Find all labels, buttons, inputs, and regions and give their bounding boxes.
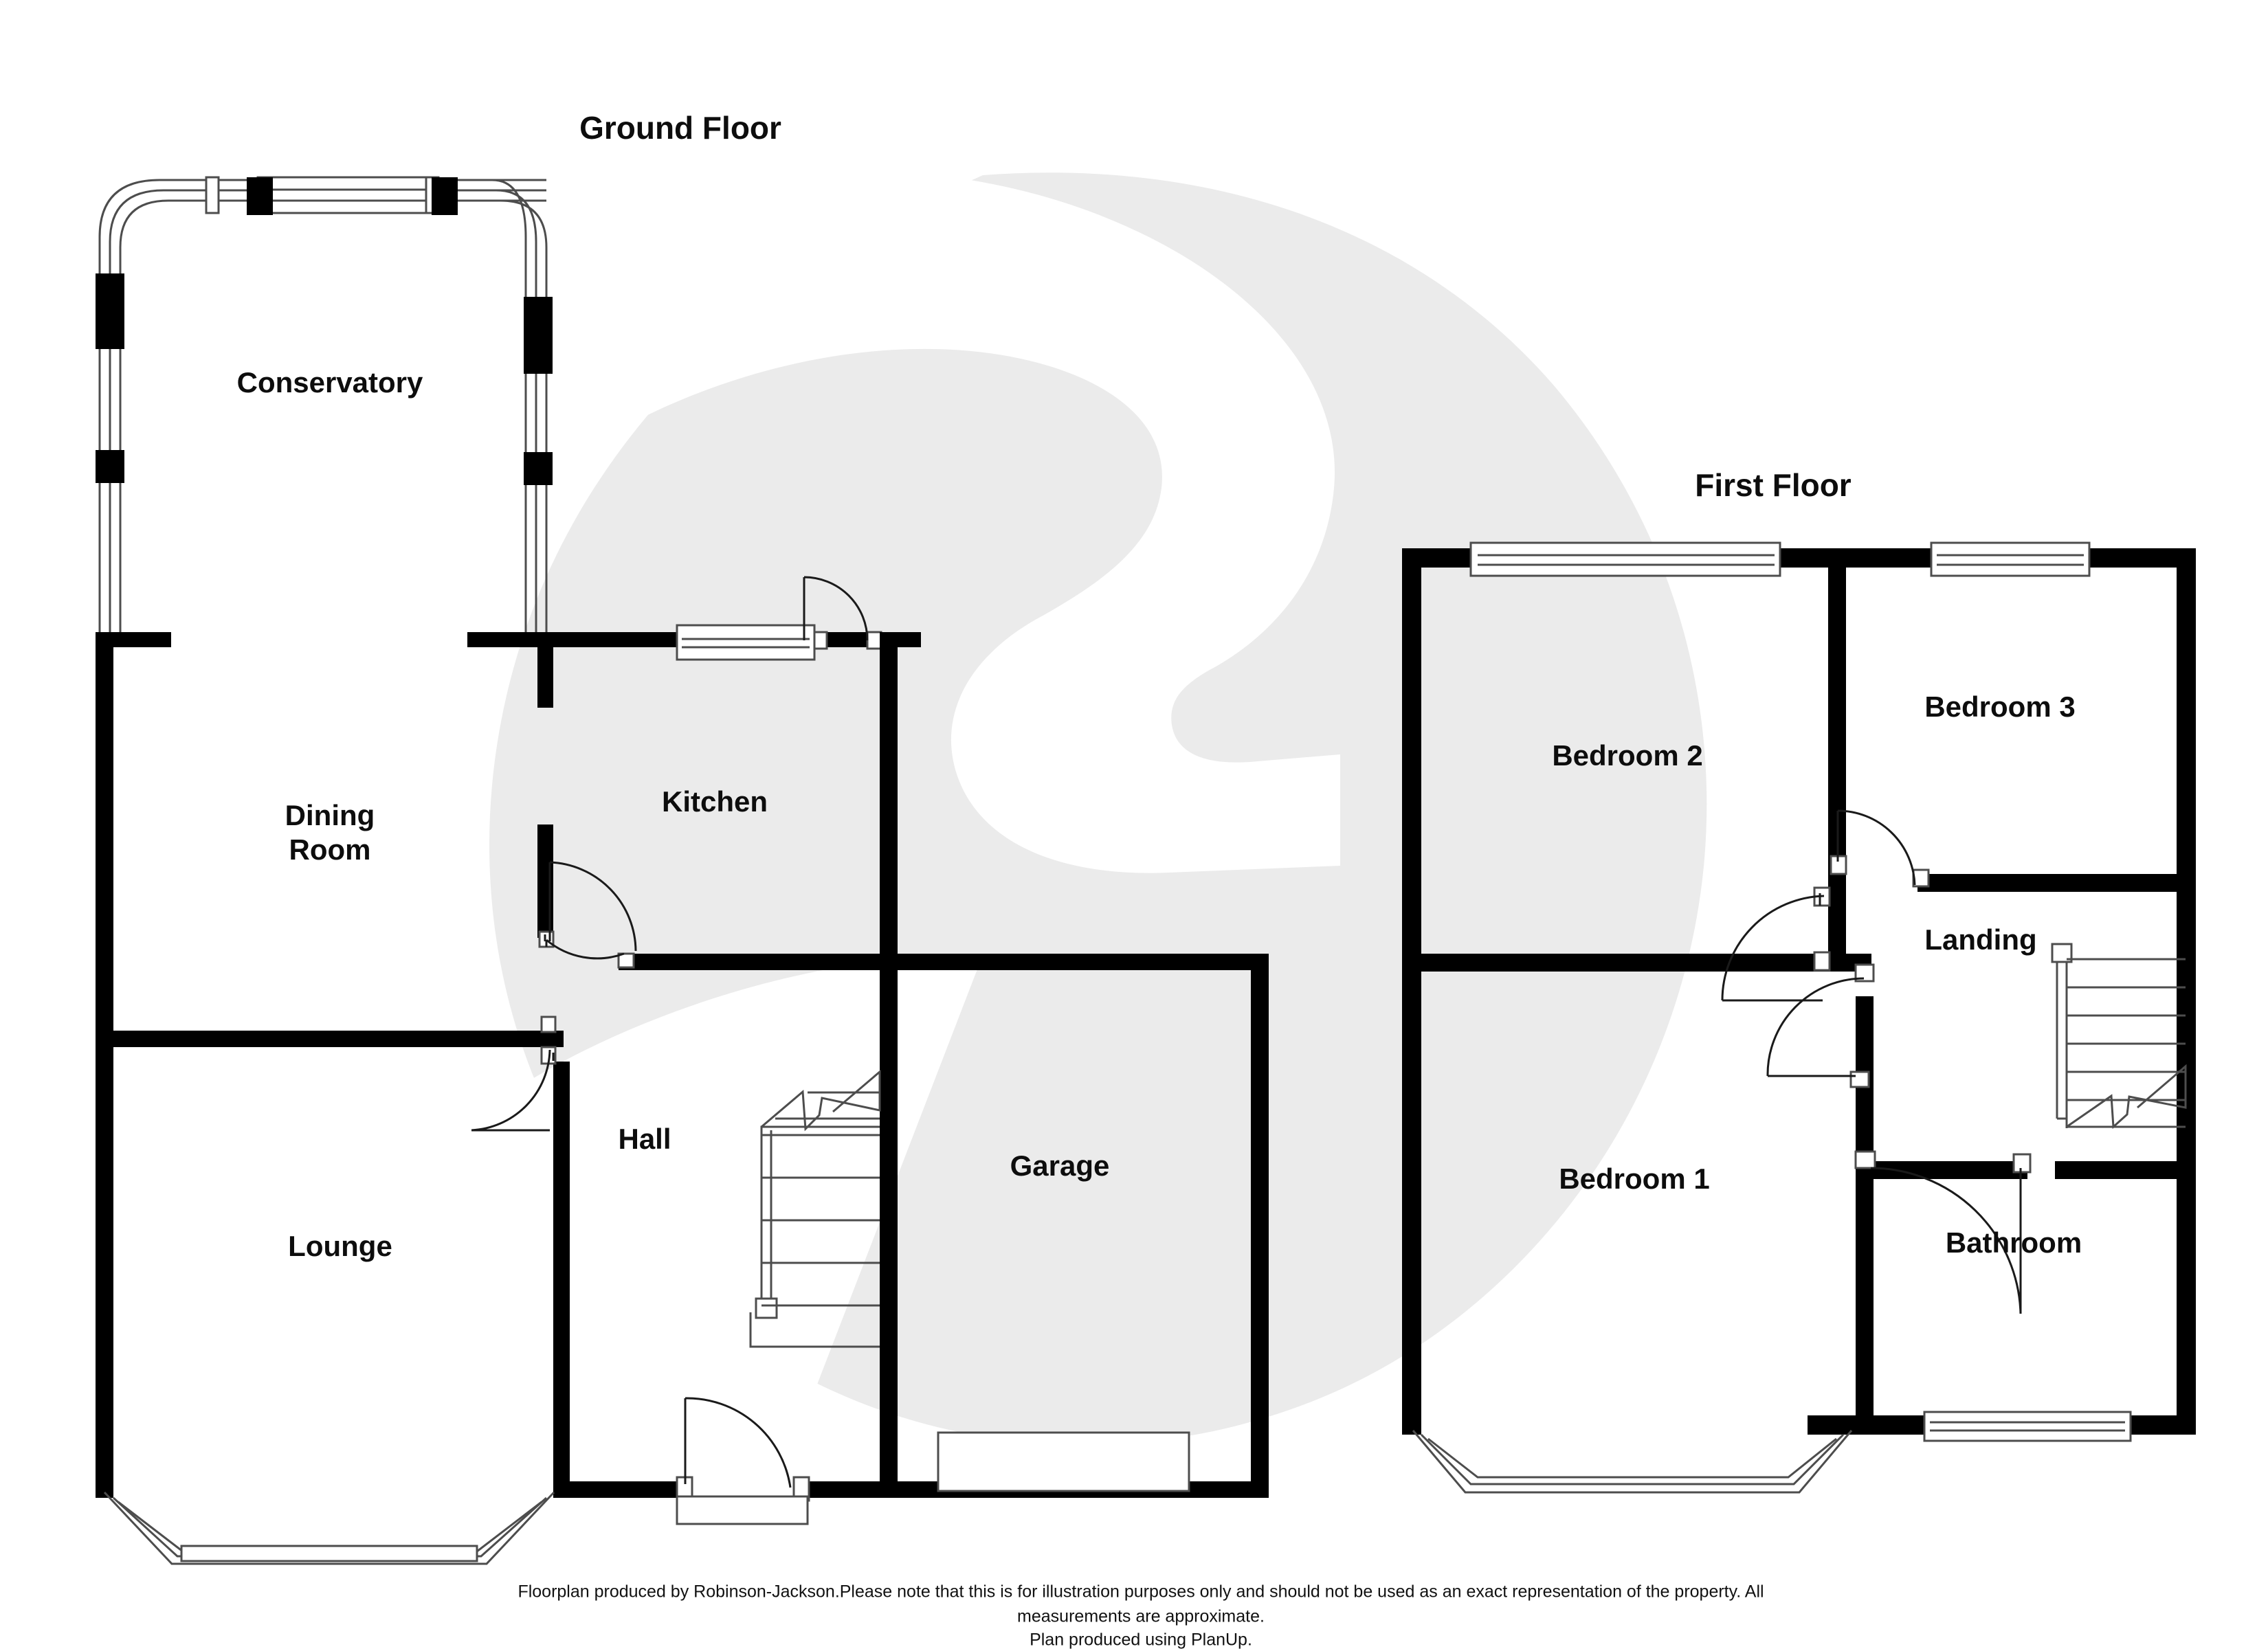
conservatory-pier-top-left [247,177,273,215]
room-label-lounge: Lounge [288,1230,392,1262]
footer-line-1: Floorplan produced by Robinson-Jackson.P… [518,1582,1764,1602]
lounge-bay-window [103,1491,555,1565]
garage-door [937,1431,1190,1492]
room-label-conservatory: Conservatory [237,366,423,399]
ground-floor-doors [471,861,1190,1525]
room-label-bedroom-1: Bedroom 1 [1559,1163,1709,1195]
first-floor-title: First Floor [1695,467,1852,503]
room-label-hall: Hall [618,1123,671,1155]
first-floor-walls [1402,541,2196,1442]
first-floor-staircase [2051,943,2187,1130]
ground-floor-title: Ground Floor [579,110,781,146]
room-label-kitchen: Kitchen [662,785,768,818]
conservatory-pier-left-mid [96,450,124,483]
room-label-dining-room-line1: Dining [285,799,375,831]
ground-floor-staircase [749,1069,881,1348]
room-label-dining-room-line2: Room [289,833,371,866]
watermark-logo [454,170,1707,1445]
conservatory-structure [96,176,553,639]
bedroom1-bay-window [1412,1430,1853,1494]
conservatory-pier-left-upper [96,273,124,349]
room-label-bathroom: Bathroom [1946,1226,2082,1259]
conservatory-pier-right-mid [524,452,553,485]
room-label-landing: Landing [1924,923,2036,956]
footer-line-2: measurements are approximate. [1017,1607,1265,1626]
footer-line-3: Plan produced using PlanUp. [1030,1630,1252,1649]
room-label-garage: Garage [1010,1149,1110,1182]
conservatory-pier-right-upper [524,297,553,374]
conservatory-pier-top-right [432,177,458,215]
first-floor-doors [1721,809,2032,1314]
room-label-bedroom-3: Bedroom 3 [1924,691,2075,723]
room-label-bedroom-2: Bedroom 2 [1552,739,1702,772]
